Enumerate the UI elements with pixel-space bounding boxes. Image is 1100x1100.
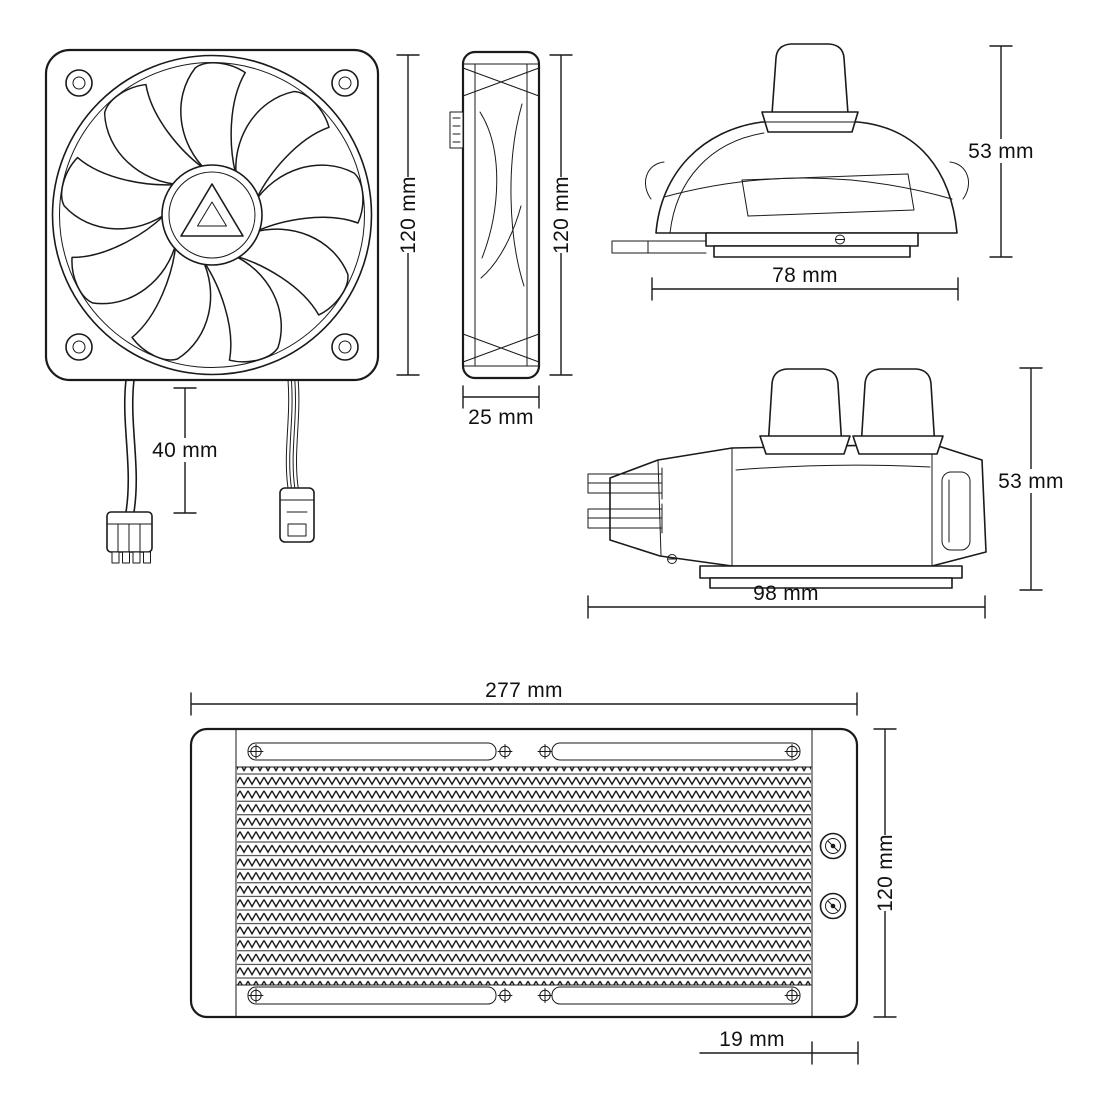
dim-label-fan-front-height: 120 mm [397,176,420,254]
pump-tube-fittings [587,467,663,534]
dim-label-fan-side-height: 120 mm [550,176,573,254]
dim-label-pump-side-height: 53 mm [998,470,1064,493]
dim-radiator-port-inset: 19 mm [699,1028,859,1065]
fan-opening-ring [51,54,373,376]
dim-label-backing [396,177,420,253]
fan-cables [106,379,315,564]
pump-vent-mesh [741,173,915,217]
dim-fan-side-height: 120 mm [549,54,573,376]
pump-fitting-collar-a [759,435,851,455]
pump-fitting-collar-b [852,435,944,455]
pump-side-view [587,368,987,589]
pump-base-plate [705,232,919,247]
dim-fan-cable: 40 mm [152,387,218,514]
dim-pump-side-height: 53 mm [998,367,1064,591]
radiator-view [189,727,859,1019]
dim-label-pump-side-width: 98 mm [753,582,819,605]
fan-cable-ribbon [285,379,300,489]
fan-side-view [449,50,541,380]
dim-pump-front-width: 78 mm [651,264,959,301]
dim-radiator-height: 120 mm [873,728,897,1018]
pump-cold-plate [713,245,911,258]
dim-label-fan-cable: 40 mm [152,439,218,462]
dim-label-backing [549,177,573,253]
dim-pump-side-width: 98 mm [587,582,986,619]
pump-fitting-knurled-a [767,368,843,449]
fan-side-connector [449,111,464,149]
fan-plug [279,487,315,543]
dim-label-backing [873,835,897,911]
dim-label-backing [152,438,218,462]
radiator-port-lower [819,892,847,920]
fan-side-body [461,50,541,380]
dim-label-backing [968,139,1034,163]
dim-label-pump-front-width: 78 mm [772,264,838,287]
pump-fitting-knurled-b [860,368,936,449]
dim-label-fan-side-depth: 25 mm [468,406,534,429]
screw-marks [248,744,800,759]
screw-marks [248,988,800,1003]
pump-side-cold-plate [709,577,953,589]
radiator-port-upper [819,832,847,860]
dim-label-pump-front-height: 53 mm [968,140,1034,163]
pump-side-slot [941,471,971,551]
dim-pump-front-height: 53 mm [968,45,1034,258]
pump-bracket-arm [611,240,707,254]
radiator-tank-seams [235,729,813,1017]
dim-radiator-length: 277 mm [190,679,858,716]
radiator-fin-core [237,767,811,985]
pump-side-base-plate [699,565,963,579]
pump-side-body [609,443,987,567]
dim-fan-side-depth: 25 mm [462,385,540,429]
radiator-bottom-rail [247,986,801,1005]
dim-label-radiator-length: 277 mm [485,679,563,702]
fan-front-view [44,48,380,382]
dim-label-radiator-height: 120 mm [874,834,897,912]
dim-label-backing [998,469,1064,493]
pump-fitting-knurled [771,43,849,115]
dim-label-radiator-port-inset: 19 mm [719,1028,785,1051]
radiator-top-rail [247,742,801,761]
fan-hub [161,164,263,266]
brand-logo-icon [180,183,244,237]
fan-corner-screws [65,69,359,361]
pump-front-view [611,43,969,258]
fan-connector-4pin [106,511,153,564]
dim-fan-front-height: 120 mm [396,54,420,376]
